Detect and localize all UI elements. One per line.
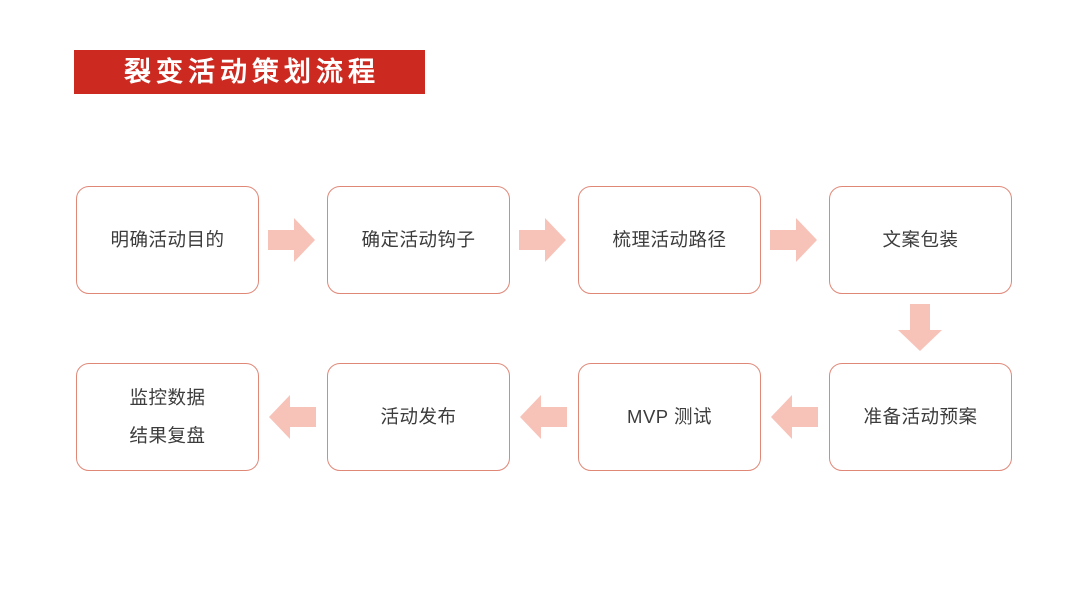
flow-step-2[interactable]: 确定活动钩子 xyxy=(327,186,510,294)
arrow-right-icon-3 xyxy=(770,217,818,263)
flow-step-8-label-line-2: 结果复盘 xyxy=(129,425,206,446)
page-title: 裂变活动策划流程 xyxy=(124,56,380,87)
arrow-down-icon xyxy=(897,304,943,352)
arrow-left-icon-1 xyxy=(770,394,818,440)
flow-step-4-label: 文案包装 xyxy=(882,228,959,250)
flow-step-6[interactable]: MVP 测试 xyxy=(578,363,761,471)
arrow-left-icon-2 xyxy=(519,394,567,440)
flow-step-1[interactable]: 明确活动目的 xyxy=(76,186,259,294)
arrow-right-icon-1 xyxy=(268,217,316,263)
flow-step-2-label: 确定活动钩子 xyxy=(361,228,476,250)
flow-step-5-label: 准备活动预案 xyxy=(863,405,978,427)
flow-step-3-label: 梳理活动路径 xyxy=(612,228,727,250)
flow-step-5[interactable]: 准备活动预案 xyxy=(829,363,1012,471)
flow-step-8[interactable]: 监控数据 结果复盘 xyxy=(76,363,259,471)
flow-step-7[interactable]: 活动发布 xyxy=(327,363,510,471)
arrow-left-icon-3 xyxy=(268,394,316,440)
flow-step-3[interactable]: 梳理活动路径 xyxy=(578,186,761,294)
flow-step-1-label: 明确活动目的 xyxy=(110,228,225,250)
flow-step-4[interactable]: 文案包装 xyxy=(829,186,1012,294)
arrow-right-icon-2 xyxy=(519,217,567,263)
flow-step-7-label: 活动发布 xyxy=(380,405,457,427)
flow-step-8-label-line-1: 监控数据 xyxy=(129,386,206,408)
flow-step-6-label: MVP 测试 xyxy=(627,405,712,427)
page-title-banner: 裂变活动策划流程 xyxy=(74,50,425,94)
